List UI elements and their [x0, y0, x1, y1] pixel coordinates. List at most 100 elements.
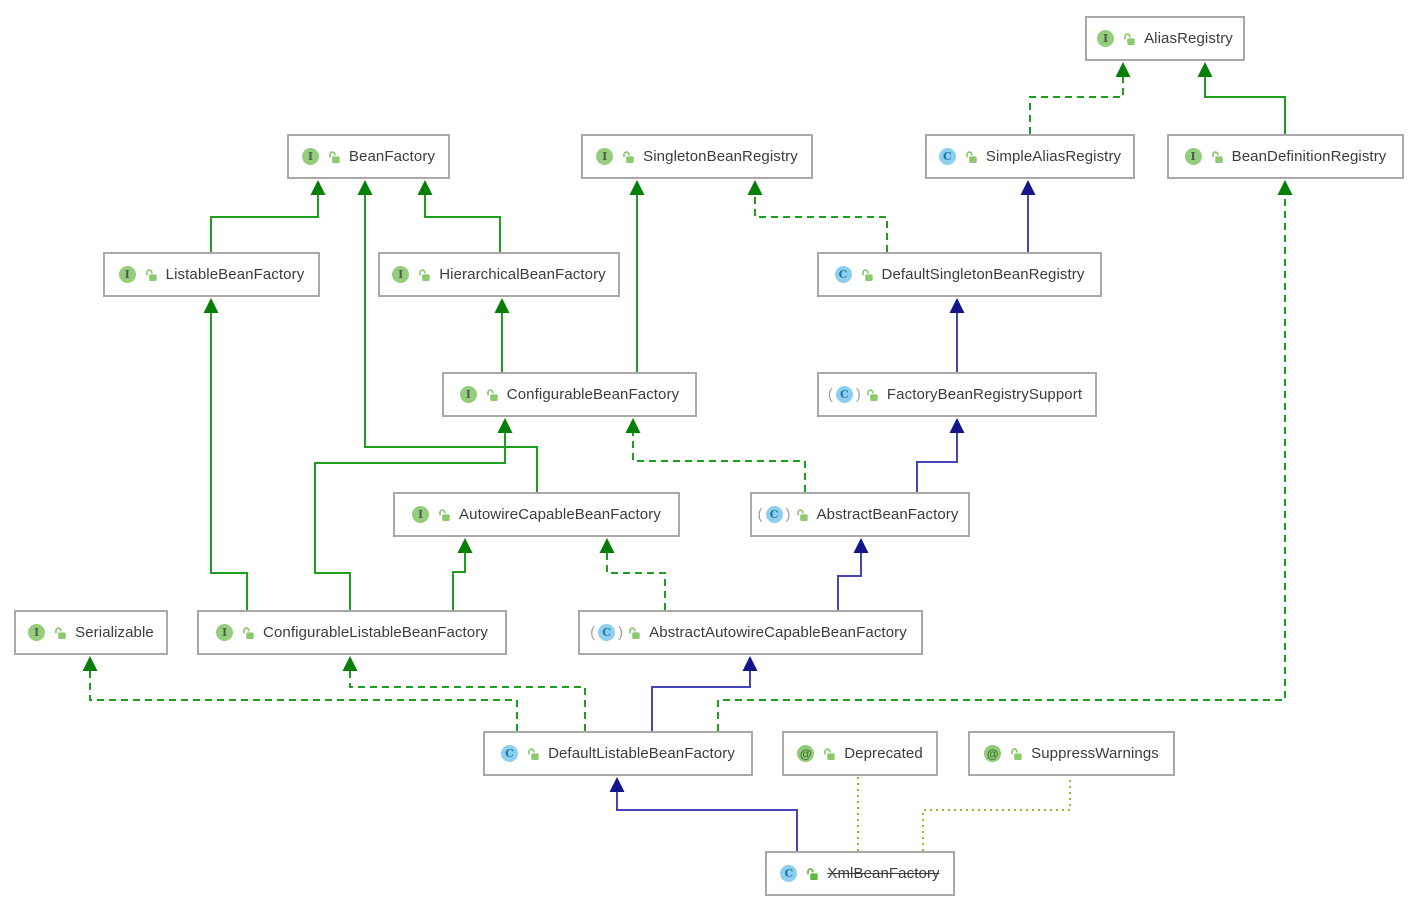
- arrowhead-into-SingletonBeanRegistry: [629, 180, 645, 195]
- abstract-class-icon: C: [598, 624, 616, 641]
- arrowhead-into-AliasRegistry: [1115, 62, 1131, 77]
- edge-DefaultListableBeanFactory--Serializable: [89, 669, 518, 731]
- edge-ListableBeanFactory--BeanFactory: [210, 193, 319, 252]
- annotation-icon: @: [797, 745, 815, 762]
- edge-ConfigurableListableBeanFactory--ListableBeanFactory: [210, 311, 248, 610]
- public-unlocked-icon: [623, 150, 634, 163]
- arrowhead-into-HierarchicalBeanFactory: [494, 298, 510, 313]
- arrowhead-into-AbstractAutowireCapableBeanFactory: [742, 656, 758, 671]
- interface-icon: I: [118, 266, 136, 283]
- public-unlocked-icon: [1211, 150, 1223, 163]
- abstract-class-icon: C: [765, 506, 783, 523]
- node-DefaultListableBeanFactory[interactable]: C DefaultListableBeanFactory: [483, 731, 753, 776]
- node-label: XmlBeanFactory: [827, 865, 940, 882]
- public-unlocked-icon: [145, 268, 157, 281]
- edge-XmlBeanFactory--SuppressWarnings: [922, 777, 1071, 851]
- node-label: DefaultSingletonBeanRegistry: [881, 266, 1085, 283]
- node-label: DefaultListableBeanFactory: [548, 745, 735, 762]
- node-AbstractBeanFactory[interactable]: (C) AbstractBeanFactory: [750, 492, 970, 537]
- arrowhead-into-SingletonBeanRegistry: [747, 180, 763, 195]
- public-unlocked-icon: [55, 626, 66, 639]
- edge-AbstractBeanFactory--ConfigurableBeanFactory: [632, 431, 806, 492]
- node-DefaultSingletonBeanRegistry[interactable]: C DefaultSingletonBeanRegistry: [817, 252, 1102, 297]
- edge-AbstractAutowireCapableBeanFactory--AbstractBeanFactory: [837, 551, 862, 610]
- public-unlocked-icon: [1124, 32, 1135, 45]
- public-unlocked-icon: [861, 268, 873, 281]
- public-unlocked-icon: [243, 626, 254, 639]
- interface-icon: I: [216, 624, 234, 641]
- edge-AbstractAutowireCapableBeanFactory--AutowireCapableBeanFactory: [606, 551, 666, 610]
- arrowhead-into-SimpleAliasRegistry: [1020, 180, 1036, 195]
- arrowhead-into-ConfigurableListableBeanFactory: [342, 656, 358, 671]
- node-label: ConfigurableBeanFactory: [506, 386, 680, 403]
- node-label: HierarchicalBeanFactory: [439, 266, 606, 283]
- annotation-icon: @: [984, 745, 1002, 762]
- interface-icon: I: [459, 386, 477, 403]
- edge-XmlBeanFactory--DefaultListableBeanFactory: [616, 790, 798, 851]
- node-label: AutowireCapableBeanFactory: [459, 506, 661, 523]
- abstract-close-paren: ): [785, 506, 791, 523]
- node-label: SimpleAliasRegistry: [985, 148, 1122, 165]
- abstract-open-paren: (: [590, 624, 596, 641]
- node-label: AliasRegistry: [1144, 30, 1233, 47]
- public-unlocked-icon: [629, 626, 640, 639]
- interface-icon: I: [412, 506, 430, 523]
- abstract-open-paren: (: [757, 506, 763, 523]
- public-unlocked-icon: [486, 388, 498, 401]
- interface-icon: I: [596, 148, 614, 165]
- arrowhead-into-BeanFactory: [417, 180, 433, 195]
- node-SuppressWarnings[interactable]: @ SuppressWarnings: [968, 731, 1175, 776]
- node-label: SuppressWarnings: [1031, 745, 1159, 762]
- class-icon: C: [938, 148, 956, 165]
- arrowhead-into-FactoryBeanRegistrySupport: [949, 418, 965, 433]
- public-unlocked-icon: [966, 150, 977, 163]
- public-unlocked-icon: [439, 508, 450, 521]
- arrowhead-into-DefaultListableBeanFactory: [609, 777, 625, 792]
- node-label: AbstractBeanFactory: [816, 506, 959, 523]
- edge-DefaultListableBeanFactory--BeanDefinitionRegistry: [717, 193, 1286, 731]
- arrowhead-into-ListableBeanFactory: [203, 298, 219, 313]
- arrowhead-into-BeanFactory: [310, 180, 326, 195]
- node-SimpleAliasRegistry[interactable]: C SimpleAliasRegistry: [925, 134, 1135, 179]
- arrowhead-into-AutowireCapableBeanFactory: [457, 538, 473, 553]
- edge-HierarchicalBeanFactory--BeanFactory: [424, 193, 501, 252]
- public-unlocked-icon: [867, 388, 878, 401]
- class-icon: C: [834, 266, 852, 283]
- node-ConfigurableBeanFactory[interactable]: I ConfigurableBeanFactory: [442, 372, 697, 417]
- public-unlocked-icon: [824, 747, 835, 760]
- node-Serializable[interactable]: I Serializable: [14, 610, 168, 655]
- node-AbstractAutowireCapableBeanFactory[interactable]: (C)AbstractAutowireCapableBeanFactory: [578, 610, 923, 655]
- edge-AutowireCapableBeanFactory--BeanFactory: [364, 193, 538, 492]
- node-label: Deprecated: [844, 745, 923, 762]
- edge-DefaultSingletonBeanRegistry--SingletonBeanRegistry: [754, 193, 888, 252]
- abstract-open-paren: (: [827, 386, 833, 403]
- arrowhead-into-ConfigurableBeanFactory: [497, 418, 513, 433]
- public-unlocked-icon: [796, 508, 808, 521]
- node-label: Serializable: [75, 624, 154, 641]
- edge-AbstractBeanFactory--FactoryBeanRegistrySupport: [916, 431, 958, 492]
- interface-icon: I: [1097, 30, 1115, 47]
- public-unlocked-icon: [419, 268, 430, 281]
- node-FactoryBeanRegistrySupport[interactable]: (C)FactoryBeanRegistrySupport: [817, 372, 1097, 417]
- interface-icon: I: [28, 624, 46, 641]
- node-label: BeanDefinitionRegistry: [1231, 148, 1387, 165]
- node-AliasRegistry[interactable]: I AliasRegistry: [1085, 16, 1245, 61]
- class-icon: C: [501, 745, 519, 762]
- arrowhead-into-Serializable: [82, 656, 98, 671]
- node-label: FactoryBeanRegistrySupport: [886, 386, 1083, 403]
- arrowhead-into-DefaultSingletonBeanRegistry: [949, 298, 965, 313]
- node-AutowireCapableBeanFactory[interactable]: I AutowireCapableBeanFactory: [393, 492, 680, 537]
- arrowhead-into-AbstractBeanFactory: [853, 538, 869, 553]
- abstract-class-icon: C: [835, 386, 853, 403]
- node-Deprecated[interactable]: @ Deprecated: [782, 731, 938, 776]
